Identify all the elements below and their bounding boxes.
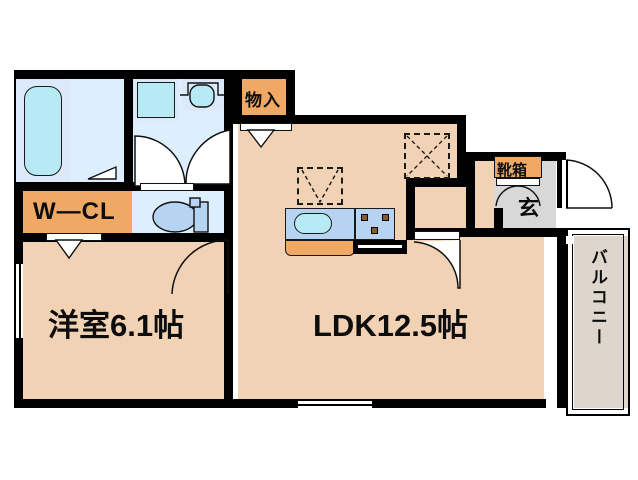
washing-machine-icon [137,82,175,118]
walk-in-closet-label: W—CL [33,198,116,225]
balcony-label: バルコニー [588,248,607,348]
genkan-label: 玄 [518,197,539,220]
wall-ldk-top [233,115,466,124]
bedroom-floor [14,240,232,408]
burner-icon-1 [361,214,368,221]
balcony-inner-outline [572,234,624,410]
wall-closet-bottom [14,233,233,242]
window-ldk-bottom-mullion [296,404,374,406]
kitchen-sink-bowl [294,213,332,234]
wall-wet-divider [14,182,233,191]
balcony-floor [574,236,630,408]
wall-genkan-stub [494,208,503,236]
range-hood-v-mark [301,169,339,204]
storage-label: 物入 [245,91,281,110]
washroom-door-left[interactable] [133,134,191,190]
balcony-outline [566,228,630,416]
gas-stove [355,208,395,240]
bedroom-door-swing[interactable] [171,239,230,298]
toilet-icon [152,197,209,233]
kitchen-counter-front [285,240,355,256]
overhead-cabinet-x-mark [406,135,448,177]
range-hood-dashed [297,167,343,205]
ldk-floor-left [238,124,414,408]
ldk-label: LDK12.5帖 [313,308,469,343]
wall-kitchen-right [406,178,415,240]
shoebox-door-swings [495,185,541,207]
kitchen-cabinet-line [358,245,402,248]
shoebox-fill [494,156,542,178]
storage-door-arrow [246,129,276,149]
washroom-threshold [140,183,194,191]
wall-genkan-bottom [414,228,566,237]
ldk-door-swing[interactable] [413,240,462,290]
wall-top-left [14,70,294,79]
wall-nook-right [457,124,466,186]
entrance-door-swing[interactable] [564,159,614,210]
wall-hall-left [466,152,475,236]
wall-genkan-right-lower [557,228,566,408]
balcony-door-marker [566,236,574,244]
wall-storage-left [233,70,242,124]
bedroom-label: 洋室6.1帖 [48,308,185,343]
wall-storage-right [286,70,295,124]
wcl-door-arrow [54,239,84,260]
burner-icon-2 [382,214,389,221]
wall-nook-bottom [406,178,466,187]
wall-outer-bottom [14,399,546,408]
wall-bedroom-ldk [224,233,233,408]
bath-door-slider[interactable] [87,155,128,187]
washroom-door-right[interactable] [185,128,232,188]
wash-basin-icon [180,82,224,108]
overhead-cabinet-dashed [404,133,450,179]
window-bedroom-left-mullion [19,262,21,340]
burner-icon-3 [371,227,378,234]
entrance-door-frame [560,160,568,208]
walk-in-closet-fill [14,190,132,240]
ldk-door-panel[interactable] [414,231,460,240]
shoebox-label: 靴箱 [497,162,528,179]
wall-bath-washroom [124,70,133,188]
bathtub-icon [24,86,62,176]
